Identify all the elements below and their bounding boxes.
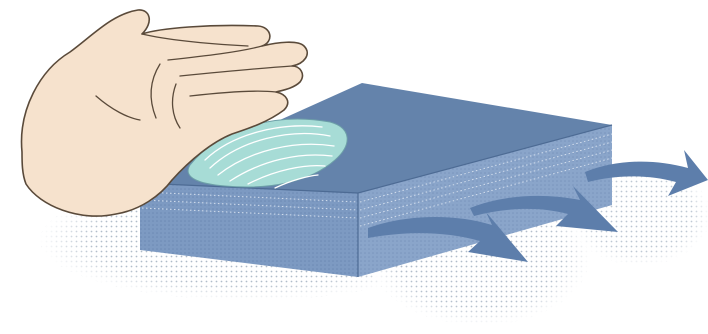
hand-icon xyxy=(20,9,308,217)
flow-arrow xyxy=(585,150,708,196)
foam-block xyxy=(139,83,613,277)
flow-arrow xyxy=(368,212,528,262)
flow-arrow xyxy=(470,186,618,232)
flow-arrows xyxy=(368,150,708,262)
